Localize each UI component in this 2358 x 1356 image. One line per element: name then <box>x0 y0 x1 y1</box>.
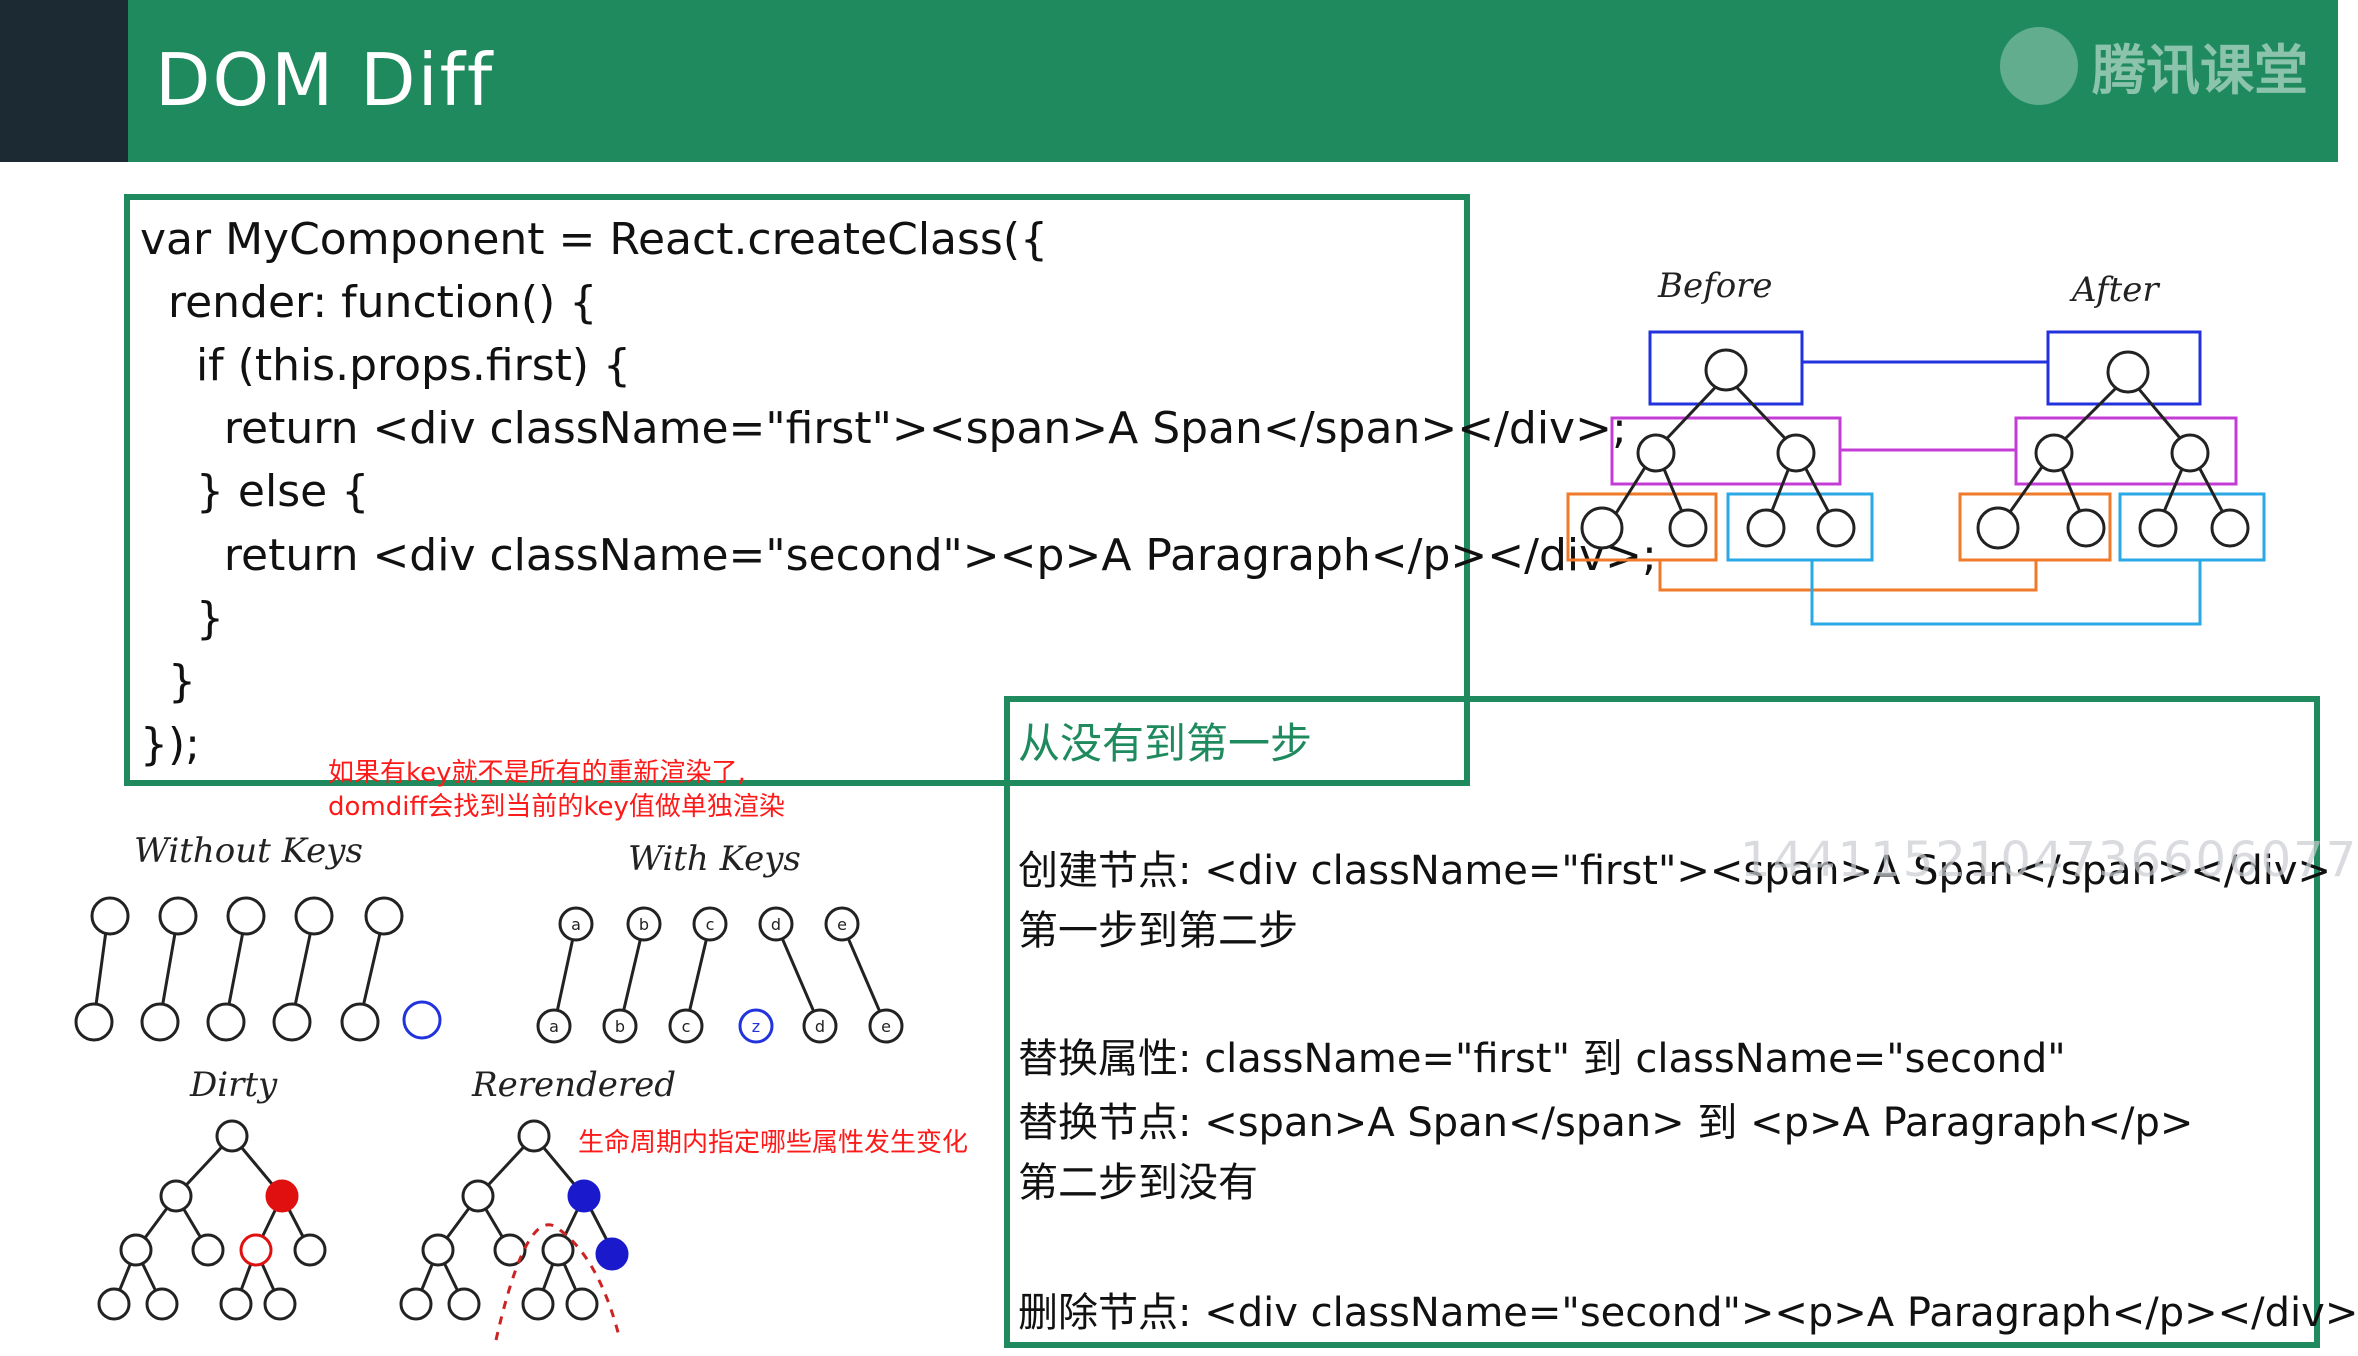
before-after-tree-diagram: Before After <box>1566 266 2266 626</box>
with-keys-label: With Keys <box>628 839 801 879</box>
logo-text: 腾讯课堂 <box>2092 39 2308 102</box>
bottom-key-a: a <box>549 1017 559 1036</box>
top-key-a: a <box>571 915 581 934</box>
leaf-cyan-link <box>1810 560 2202 626</box>
without-keys-label: Without Keys <box>134 831 363 871</box>
code-line-8: } <box>140 656 196 707</box>
bottom-key-c: c <box>682 1017 691 1036</box>
step-create-node: 创建节点: <div className="first"><span>A Spa… <box>1018 848 2332 894</box>
header-left-block <box>0 0 128 162</box>
keys-note-line-2: domdiff会找到当前的key值做单独渲染 <box>328 792 785 822</box>
dirty-label: Dirty <box>189 1065 278 1105</box>
step-replace-node: 替换节点: <span>A Span</span> 到 <p>A Paragra… <box>1018 1100 2194 1146</box>
logo-icon <box>2000 26 2078 105</box>
top-key-c: c <box>706 915 715 934</box>
code-line-6: return <div className="second"><p>A Para… <box>140 530 1657 581</box>
step-heading-1-to-2: 第一步到第二步 <box>1018 908 1298 954</box>
steps-box <box>1004 696 2320 1348</box>
code-line-4: return <div className="first"><span>A Sp… <box>140 403 1627 454</box>
code-line-9: }); <box>140 719 200 770</box>
before-root-box <box>1648 330 1804 406</box>
brand-logo: 腾讯课堂 <box>2000 26 2308 105</box>
after-root-box <box>2046 330 2202 406</box>
steps-title: 从没有到第一步 <box>1018 719 1313 768</box>
code-line-5: } else { <box>140 466 370 517</box>
page-title: DOM Diff <box>155 38 495 122</box>
watermark: 1441152104736606077 <box>1740 832 2358 888</box>
rerendered-label: Rerendered <box>471 1065 676 1105</box>
bottom-key-d: d <box>815 1017 825 1036</box>
top-key-b: b <box>639 915 649 934</box>
code-box <box>124 194 1470 786</box>
code-line-1: var MyComponent = React.createClass({ <box>140 214 1049 265</box>
bottom-key-b: b <box>615 1017 625 1036</box>
keys-note-line-1: 如果有key就不是所有的重新渲染了, <box>328 758 746 788</box>
after-label: After <box>2069 270 2160 310</box>
leaf-orange-link <box>1658 560 2038 592</box>
before-left-leaf-box <box>1566 492 1718 562</box>
step-replace-attr: 替换属性: className="first" 到 className="sec… <box>1018 1036 2066 1082</box>
lifecycle-note: 生命周期内指定哪些属性发生变化 <box>578 1128 969 1158</box>
top-key-d: d <box>771 915 781 934</box>
bottom-key-e: e <box>881 1017 891 1036</box>
code-line-2: render: function() { <box>140 277 598 328</box>
step-heading-2-to-none: 第二步到没有 <box>1018 1160 1258 1206</box>
code-line-7: } <box>140 593 224 644</box>
before-right-leaf-box <box>1726 492 1874 562</box>
keys-diagram: Without Keys With Keys a b c d e a b c z… <box>74 831 904 1341</box>
step-delete-node: 删除节点: <div className="second"><p>A Parag… <box>1018 1290 2358 1336</box>
before-label: Before <box>1657 266 1773 306</box>
after-right-leaf-box <box>2118 492 2266 562</box>
bottom-key-z: z <box>752 1017 760 1036</box>
steps-title-cell <box>1004 696 1470 786</box>
code-line-3: if (this.props.first) { <box>140 340 632 391</box>
top-key-e: e <box>837 915 847 934</box>
header-bar <box>0 0 2338 162</box>
